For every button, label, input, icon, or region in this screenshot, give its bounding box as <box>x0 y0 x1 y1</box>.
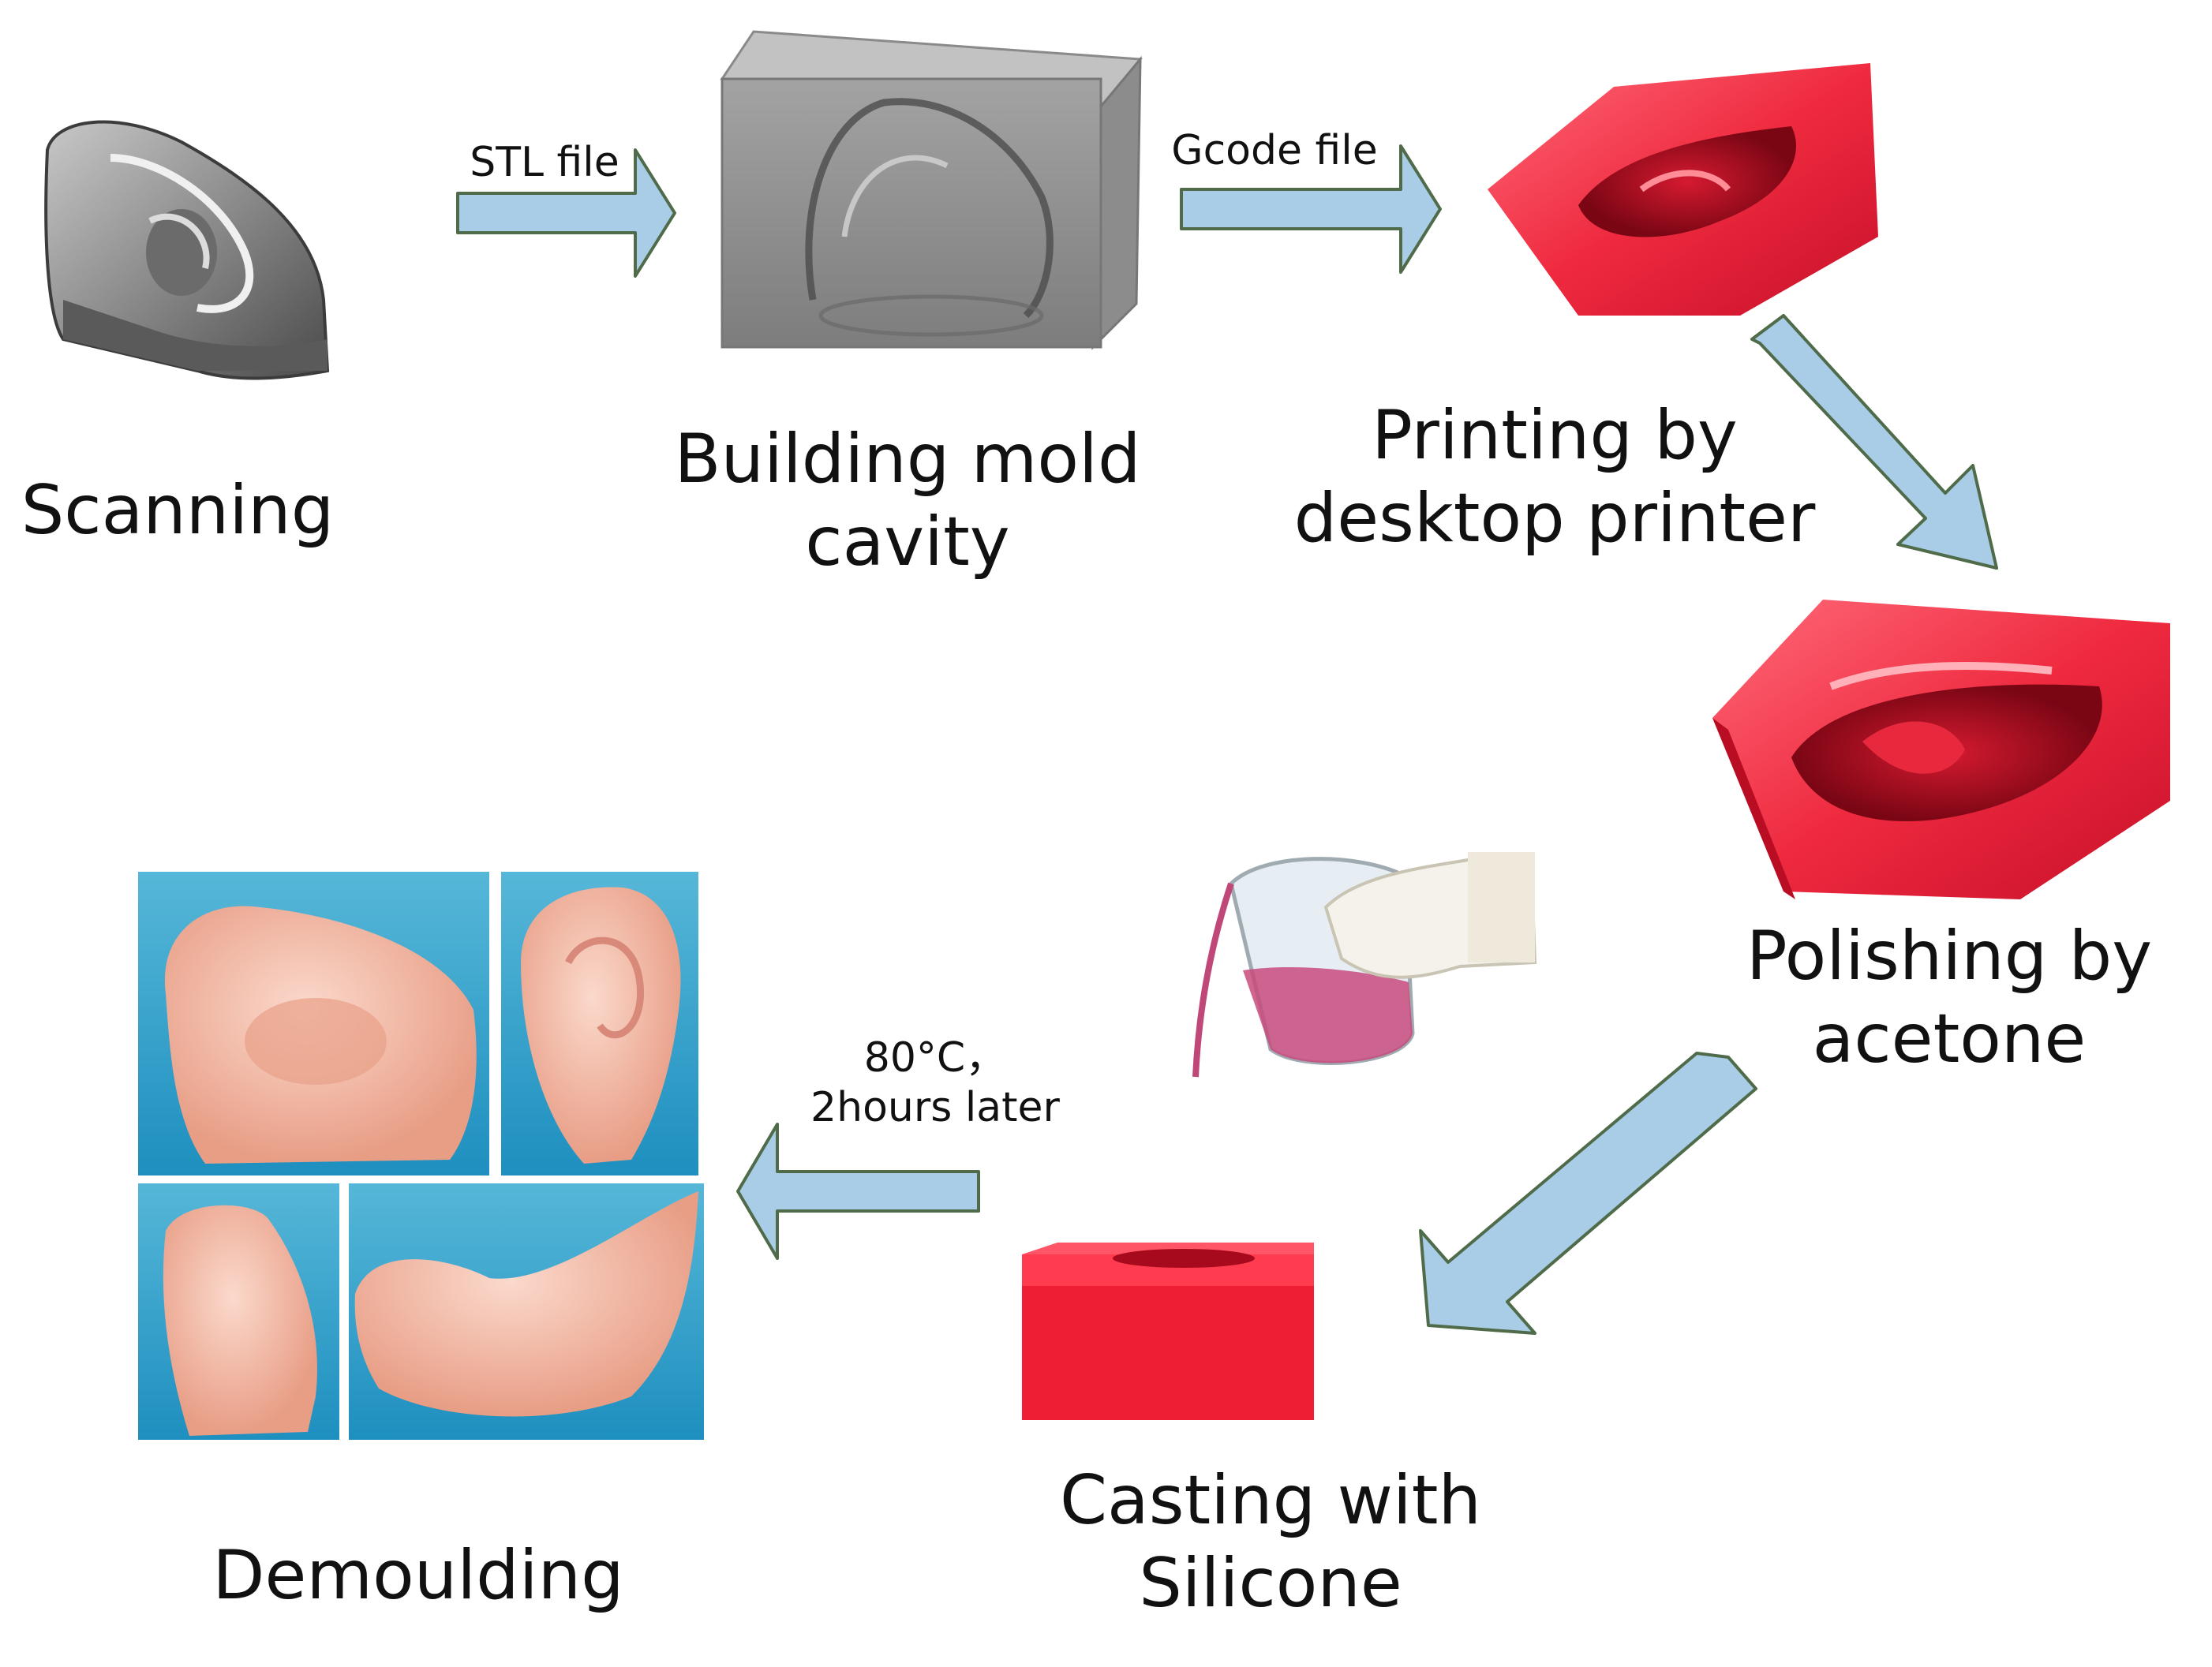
mold-cavity-model <box>720 30 1143 350</box>
label-building-mold-cavity: Building mold cavity <box>674 420 1141 581</box>
label-gcode-file: Gcode file <box>1171 127 1378 174</box>
label-demoulding: Demoulding <box>212 1536 624 1615</box>
printed-mold-model <box>1488 63 1878 316</box>
arrow-gcode <box>1180 144 1442 274</box>
arrow-cure-to-demould <box>736 1123 980 1260</box>
label-stl-file: STL file <box>470 139 619 186</box>
label-printing-desktop-printer: Printing by desktop printer <box>1293 396 1816 558</box>
label-casting-silicone: Casting with Silicone <box>1059 1461 1482 1623</box>
label-polishing-acetone: Polishing by acetone <box>1746 917 2153 1078</box>
pouring-beaker-illustration <box>1192 852 1537 1078</box>
polished-mold-model <box>1712 600 2170 899</box>
arrow-print-to-polish <box>1750 314 1998 570</box>
label-curing-conditions: 80°C， 2hours later <box>810 1034 1060 1132</box>
scanned-ear-model <box>44 120 330 380</box>
label-scanning: Scanning <box>21 471 335 550</box>
arrow-stl <box>456 148 676 278</box>
silicone-ear-photos <box>138 872 704 1440</box>
casting-block-model <box>1022 1243 1314 1420</box>
arrow-polish-to-cast <box>1419 1052 1757 1335</box>
